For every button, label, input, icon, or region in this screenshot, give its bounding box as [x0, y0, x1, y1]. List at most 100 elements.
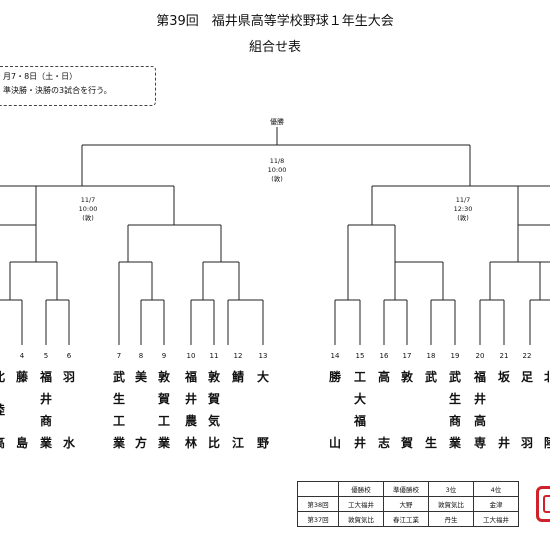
team-name-char: 大: [256, 370, 269, 384]
team-name-char: 北: [0, 370, 5, 384]
table-cell: 丹生: [428, 511, 474, 527]
team-name: 工 大 福 井: [351, 370, 369, 450]
champion-label: 優勝: [270, 118, 284, 126]
table-cell: 第38回: [297, 496, 339, 512]
team-name-char: 陸: [543, 436, 550, 450]
table-header: 優勝校: [338, 481, 384, 497]
association-logo: [536, 486, 550, 522]
team-name-char: 高: [377, 370, 390, 384]
team-number: 14: [330, 352, 340, 360]
semifinal-left-venue: (敦): [82, 214, 94, 222]
team-number: 21: [499, 352, 509, 360]
table-cell: 大野: [383, 496, 429, 512]
team-name-char: 業: [39, 436, 52, 450]
team-name: 武 生: [422, 370, 440, 450]
tournament-title: 第39回 福井県高等学校野球１年生大会: [156, 14, 394, 29]
team-number: 10: [186, 352, 196, 360]
team-name: 敦 賀 工 業: [155, 370, 173, 450]
team-name-char: 鯖: [231, 370, 244, 384]
team-name-char: 井: [184, 392, 197, 406]
table-cell: 敦賀気比: [338, 511, 384, 527]
semifinal-right-schedule: 11/7 12:30 (敦): [443, 196, 483, 223]
team-name-char: 羽: [520, 436, 533, 450]
team-name: 武 生 商 業: [446, 370, 464, 450]
past-results-table: 優勝校 準優勝校 3位 4位 第38回 工大福井 大野 敦賀気比 金津 第37回…: [297, 481, 519, 527]
team-name: 北 陸 高: [0, 370, 8, 450]
schedule-notice: 月7・8日（土・日） 準決勝・決勝の3試合を行う。: [0, 66, 156, 106]
team-name-char: 井: [473, 392, 486, 406]
team-number: 22: [522, 352, 532, 360]
team-name-char: 生: [424, 436, 437, 450]
final-time: 10:00: [267, 166, 287, 174]
team-name-char: 武: [112, 370, 125, 384]
team-number: 16: [379, 352, 389, 360]
team-name: 羽 水: [60, 370, 78, 450]
notice-description: 準決勝・決勝の3試合を行う。: [3, 86, 112, 95]
team-name-char: 賀: [157, 392, 170, 406]
team-name-char: 工: [112, 414, 125, 428]
team-name-char: 業: [157, 436, 170, 450]
team-name-char: 福: [473, 370, 486, 384]
team-name-char: 江: [231, 436, 244, 450]
team-name: 高 志: [375, 370, 393, 450]
team-name-char: 高: [473, 414, 486, 428]
table-header: [297, 481, 339, 497]
team-name-char: 生: [112, 392, 125, 406]
team-name: 美 方: [132, 370, 150, 450]
table-cell: 敦賀気比: [428, 496, 474, 512]
team-name-char: 賀: [207, 392, 220, 406]
team-number: 4: [19, 352, 25, 360]
table-cell: 工大福井: [338, 496, 384, 512]
team-number: 20: [475, 352, 485, 360]
team-name-char: 業: [448, 436, 461, 450]
semifinal-right-date: 11/7: [455, 196, 471, 204]
team-name-char: 工: [157, 414, 170, 428]
team-name: 藤 島: [13, 370, 31, 450]
team-number: 7: [116, 352, 122, 360]
team-name-char: 水: [62, 436, 75, 450]
semifinal-left-date: 11/7: [80, 196, 96, 204]
team-name-char: 坂: [497, 370, 510, 384]
team-number: 9: [161, 352, 167, 360]
table-cell: 工大福井: [473, 511, 519, 527]
team-name-char: 比: [207, 436, 220, 450]
team-name-char: 業: [112, 436, 125, 450]
team-name-char: 方: [134, 436, 147, 450]
team-name-char: 井: [39, 392, 52, 406]
team-name-char: 専: [473, 436, 486, 450]
team-name: 福 井 農 林: [182, 370, 200, 450]
team-name: 敦 賀: [398, 370, 416, 450]
team-name-char: 高: [0, 436, 5, 450]
team-name-char: 野: [256, 436, 269, 450]
team-name-char: 武: [448, 370, 461, 384]
team-name-char: 陸: [0, 403, 5, 417]
team-name: 福 井 高 専: [471, 370, 489, 450]
team-name-char: 北: [543, 370, 550, 384]
team-number: 12: [233, 352, 243, 360]
team-name-char: 商: [39, 414, 52, 428]
team-name-char: 勝: [328, 370, 341, 384]
table-row: 第37回 敦賀気比 春江工業 丹生 工大福井: [297, 511, 519, 527]
table-header-row: 優勝校 準優勝校 3位 4位: [297, 481, 519, 497]
team-name-char: 井: [497, 436, 510, 450]
table-header: 4位: [473, 481, 519, 497]
team-name: 坂 井: [495, 370, 513, 450]
team-name: 福 井 商 業: [37, 370, 55, 450]
final-schedule: 11/8 10:00 (敦): [257, 157, 297, 184]
team-name-char: 林: [184, 436, 197, 450]
team-name-char: 福: [353, 414, 366, 428]
team-number: 11: [209, 352, 219, 360]
team-number: 19: [450, 352, 460, 360]
team-number: 18: [426, 352, 436, 360]
team-name-char: 工: [353, 370, 366, 384]
team-name-char: 藤: [15, 370, 28, 384]
team-number: 8: [138, 352, 144, 360]
team-name-char: 美: [134, 370, 147, 384]
team-name: 敦 賀 気 比: [205, 370, 223, 450]
team-name: 足 羽: [518, 370, 536, 450]
team-name-char: 商: [448, 414, 461, 428]
team-name: 大 野: [254, 370, 272, 450]
team-number: 17: [402, 352, 412, 360]
table-cell: 春江工業: [383, 511, 429, 527]
